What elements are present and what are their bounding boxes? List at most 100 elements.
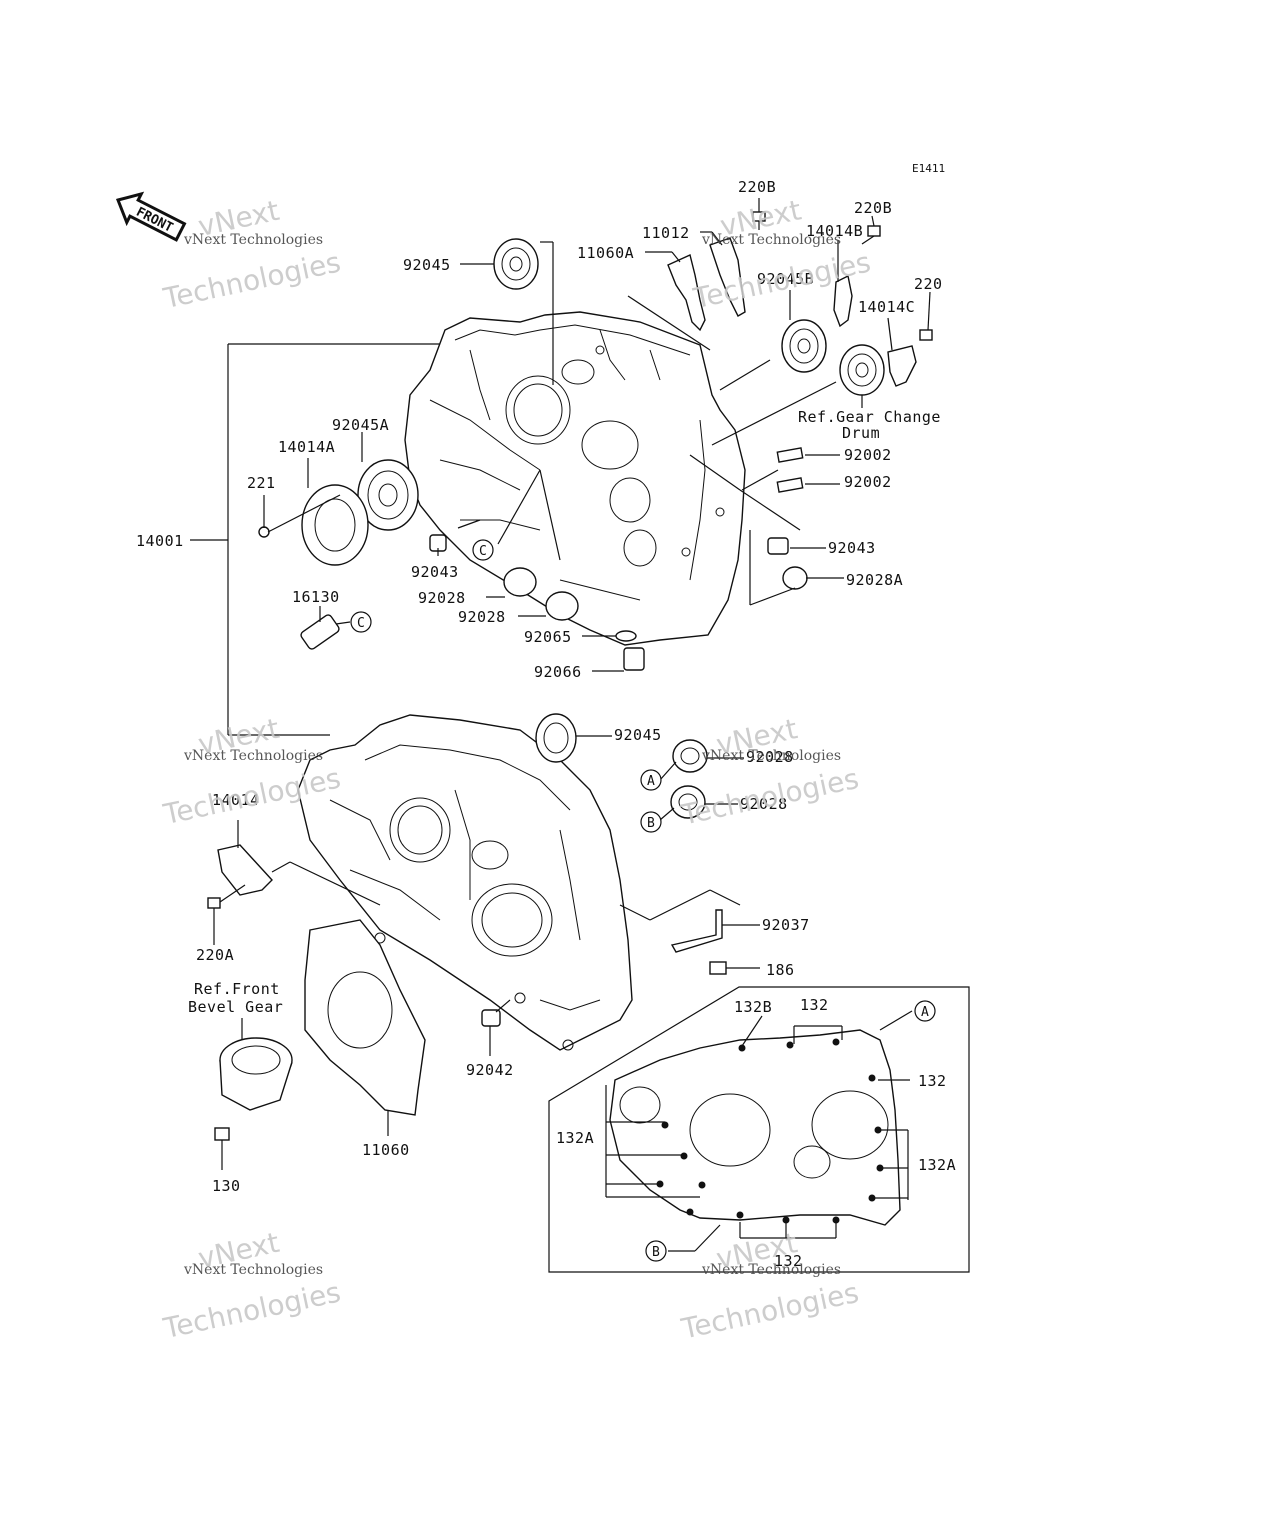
watermark-tl: vNext Technologies vNext Technologies — [160, 194, 344, 316]
screw-221 — [258, 526, 270, 538]
label-14014c: 14014C — [858, 298, 915, 316]
sensor-16130 — [300, 614, 340, 650]
bushing-92028-A — [672, 739, 708, 773]
callout-a-bushing: A — [640, 769, 662, 791]
plate-14014c — [887, 345, 917, 387]
svg-text:B: B — [652, 1245, 660, 1260]
shift-fork-11012 — [709, 237, 746, 317]
svg-text:A: A — [921, 1005, 929, 1020]
svg-text:vNext Technologies: vNext Technologies — [183, 232, 323, 248]
label-ref-gear-2: Drum — [842, 424, 880, 442]
label-92002-b: 92002 — [844, 473, 892, 491]
label-92028a: 92028A — [846, 571, 903, 589]
watermark-br: vNext Technologies vNext Technologies — [678, 1226, 862, 1346]
bearing-92045b — [781, 319, 827, 373]
svg-text:vNext Technologies: vNext Technologies — [183, 1262, 323, 1278]
callout-c-sensor: C — [350, 611, 372, 633]
lower-crankcase — [297, 714, 633, 1051]
bearing-gear-change — [839, 344, 885, 396]
bolt-186 — [709, 961, 727, 975]
bolt-220a — [207, 897, 221, 909]
svg-text:Technologies: Technologies — [160, 245, 344, 315]
gasket-11060-hole — [327, 971, 393, 1049]
bearing-92045-top — [493, 238, 539, 290]
label-220b-b: 220B — [854, 199, 892, 217]
label-92028-A: 92028 — [746, 748, 794, 766]
label-92066: 92066 — [534, 663, 582, 681]
dowel-92043-right — [767, 537, 789, 555]
label-11060: 11060 — [362, 1141, 410, 1159]
label-132a-right: 132A — [918, 1156, 956, 1174]
callout-b-inset: B — [645, 1240, 667, 1262]
label-92028-B: 92028 — [740, 795, 788, 813]
label-92002-a: 92002 — [844, 446, 892, 464]
label-132-top: 132 — [800, 996, 829, 1014]
svg-text:C: C — [357, 616, 365, 631]
leader-lines — [190, 198, 931, 1252]
bolt-220 — [919, 329, 933, 341]
bevel-gear-housing — [219, 1037, 293, 1111]
label-132b: 132B — [734, 998, 772, 1016]
label-92065: 92065 — [524, 628, 572, 646]
svg-text:Technologies: Technologies — [678, 762, 862, 832]
callout-a-inset: A — [914, 1000, 936, 1022]
watermark-mr: vNext Technologies vNext Technologies — [678, 712, 862, 832]
label-14014a: 14014A — [278, 438, 335, 456]
label-ref-bevel-1: Ref.Front — [194, 980, 280, 998]
label-220a: 220A — [196, 946, 234, 964]
label-92043-right: 92043 — [828, 539, 876, 557]
callout-markers: C C A B A B — [350, 539, 936, 1262]
svg-text:C: C — [479, 544, 487, 559]
label-92028-a: 92028 — [418, 589, 466, 607]
label-11012: 11012 — [642, 224, 690, 242]
bolt-130 — [214, 1127, 230, 1141]
watermark-bl: vNext Technologies vNext Technologies — [160, 1226, 344, 1346]
label-92028-b: 92028 — [458, 608, 506, 626]
bushing-92028-a — [503, 567, 537, 597]
part-labels: 92045 11012 11060A 220B 220B 14014B 9204… — [136, 178, 956, 1270]
label-132-bottom: 132 — [774, 1252, 803, 1270]
label-132a-left: 132A — [556, 1129, 594, 1147]
label-132-right: 132 — [918, 1072, 947, 1090]
shift-fork-11060a — [667, 254, 706, 332]
svg-text:Technologies: Technologies — [678, 1276, 862, 1346]
plug-92066 — [623, 647, 645, 671]
upper-crankcase — [404, 311, 746, 646]
label-11060a: 11060A — [577, 244, 634, 262]
bolt-holes — [656, 1038, 884, 1224]
svg-text:vNext Technologies: vNext Technologies — [701, 748, 841, 764]
label-186: 186 — [766, 961, 795, 979]
label-92043-left: 92043 — [411, 563, 459, 581]
svg-text:vNext Technologies: vNext Technologies — [183, 748, 323, 764]
label-130: 130 — [212, 1177, 241, 1195]
label-ref-bevel-2: Bevel Gear — [188, 998, 283, 1016]
label-220b-a: 220B — [738, 178, 776, 196]
bushing-92028-b — [545, 591, 579, 621]
label-221: 221 — [247, 474, 276, 492]
stud-92002-b — [776, 477, 804, 493]
label-92045-mid: 92045 — [614, 726, 662, 744]
washer-92065 — [615, 630, 637, 642]
label-92045a: 92045A — [332, 416, 389, 434]
label-220: 220 — [914, 275, 943, 293]
label-92045b: 92045B — [757, 270, 814, 288]
svg-text:vNext Technologies: vNext Technologies — [701, 232, 841, 248]
stud-92002-a — [776, 447, 804, 463]
bearing-92045a — [357, 459, 419, 531]
callout-b-bushing: B — [640, 811, 662, 833]
front-arrow-icon: FRONT — [115, 191, 187, 242]
bushing-92028a — [782, 566, 808, 590]
label-14014: 14014 — [212, 791, 260, 809]
svg-text:B: B — [647, 816, 655, 831]
label-16130: 16130 — [292, 588, 340, 606]
dowel-92042 — [481, 1009, 501, 1027]
label-ref-gear-1: Ref.Gear Change — [798, 408, 941, 426]
label-14001: 14001 — [136, 532, 184, 550]
bolt-220b-b — [861, 225, 881, 245]
figure-code: E1411 — [912, 162, 945, 175]
bracket-92037 — [670, 909, 723, 953]
bushing-92028-B — [670, 785, 706, 819]
plate-14014 — [217, 844, 273, 896]
bearing-92045-mid — [535, 713, 577, 763]
